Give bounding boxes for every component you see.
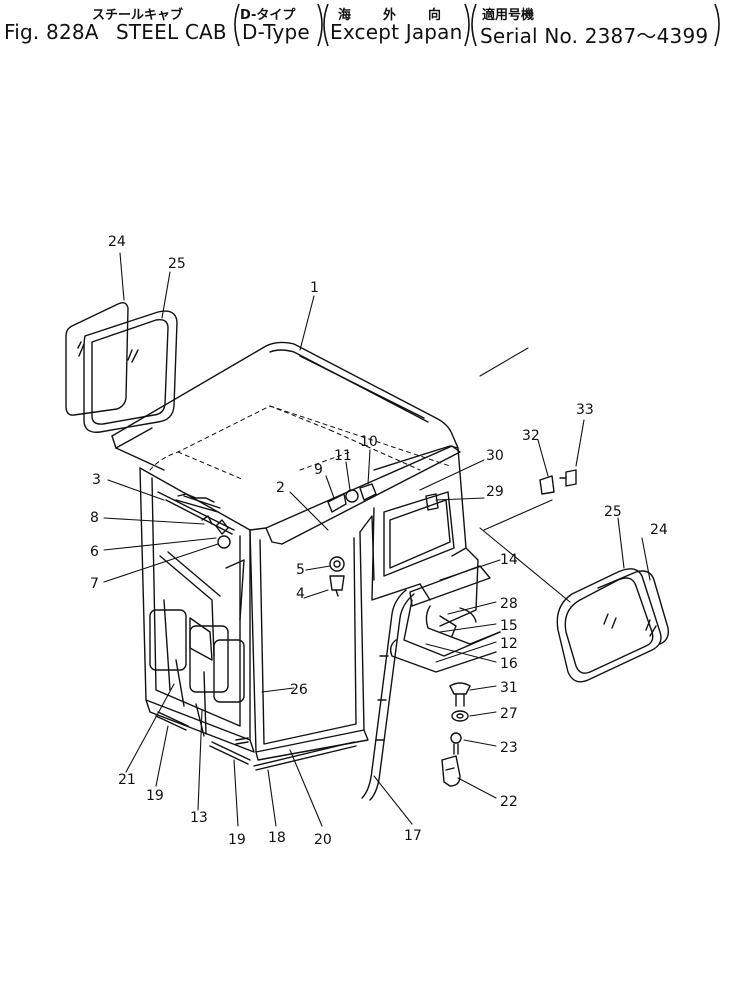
callout-3: 3: [92, 472, 101, 488]
callout-7: 7: [90, 576, 99, 592]
callout-24-left: 24: [108, 234, 126, 250]
serial-range: Serial No. 2387～4399: [480, 24, 709, 48]
strip-17: [361, 589, 415, 801]
callout-11: 11: [334, 448, 352, 464]
callout-15: 15: [500, 618, 518, 634]
hidden-edges: [149, 405, 451, 481]
callout-12: 12: [500, 636, 518, 652]
callout-19-bottom: 19: [228, 832, 246, 848]
callout-labels: 24 25 1 3 2 9 11 10 8 6 7 5 4 30 29 32 3…: [90, 234, 668, 848]
callout-6: 6: [90, 544, 99, 560]
bracket-and-bolt: [539, 469, 577, 495]
leader-lines: [103, 252, 651, 827]
jp-cab-name: スチールキャブ: [92, 8, 184, 23]
callout-13: 13: [190, 810, 208, 826]
callout-5: 5: [296, 562, 305, 578]
callout-20: 20: [314, 832, 332, 848]
callout-1: 1: [310, 280, 319, 296]
callout-8: 8: [90, 510, 99, 526]
callout-17: 17: [404, 828, 422, 844]
lower-right-hardware: [441, 682, 471, 787]
left-side-frame: [139, 467, 255, 753]
callout-2: 2: [276, 480, 285, 496]
part-name: STEEL CAB: [116, 20, 227, 44]
callout-33: 33: [576, 402, 594, 418]
callout-23: 23: [500, 740, 518, 756]
cab-type: D-Type: [242, 20, 310, 44]
side-window-assembly: [556, 568, 670, 683]
callout-29: 26: [290, 682, 308, 698]
callout-28: 30: [486, 448, 504, 464]
jp-serial: 適用号機: [482, 8, 535, 23]
callout-14: 14: [500, 552, 518, 568]
callout-30: 31: [500, 680, 518, 696]
callout-27: 29: [486, 484, 504, 500]
callout-24-right: 24: [650, 522, 668, 538]
page-title: Fig. 828A STEEL CAB D-Type Except Japan …: [0, 20, 733, 48]
callout-31: 27: [500, 706, 518, 722]
callout-26: 28: [500, 596, 518, 612]
callout-16: 16: [500, 656, 518, 672]
market: Except Japan: [330, 20, 463, 44]
bottom-strips: [155, 711, 357, 771]
callout-22: 22: [500, 794, 518, 810]
japanese-header: スチールキャブ D-タイプ 海 外 向 適用号機: [0, 2, 733, 23]
right-side-frame: [371, 445, 501, 645]
callout-25-right: 25: [604, 504, 622, 520]
callout-10: 10: [360, 434, 378, 450]
callout-4: 4: [296, 586, 305, 602]
callout-19-left: 19: [146, 788, 164, 804]
callout-32: 32: [522, 428, 540, 444]
callout-25-left: 25: [168, 256, 186, 272]
rear-window-assembly: [65, 301, 178, 433]
jp-overseas-3: 向: [428, 8, 442, 23]
hardware: [201, 483, 439, 597]
callout-9: 9: [314, 462, 323, 478]
jp-type: D-タイプ: [240, 8, 296, 23]
callout-18: 18: [268, 830, 286, 846]
figure-number: Fig. 828A: [4, 20, 99, 44]
front-frame: [235, 515, 375, 761]
jp-overseas-2: 外: [383, 8, 397, 23]
callout-21: 21: [118, 772, 136, 788]
jp-overseas-1: 海: [338, 8, 352, 23]
roof-panel: [111, 341, 461, 545]
door-parts: [389, 599, 501, 673]
